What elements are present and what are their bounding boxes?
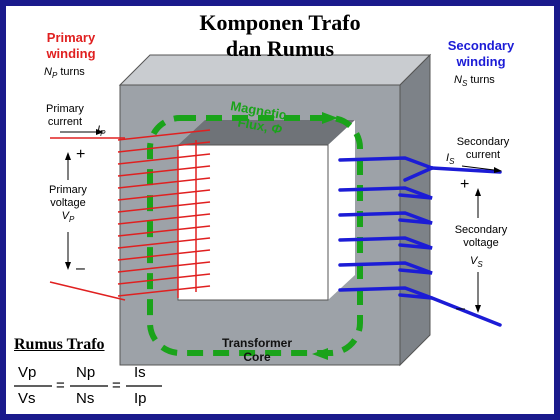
secondary-turns-suffix: turns	[467, 74, 495, 86]
secondary-current-label: Secondary current	[454, 136, 512, 162]
formula-equals-2: =	[112, 377, 121, 394]
primary-current-label: Primary current	[40, 103, 90, 129]
primary-current-line-2: current	[47, 116, 83, 128]
primary-turns-symbol: N	[44, 66, 52, 78]
secondary-voltage-label: Secondary voltage	[452, 224, 510, 250]
primary-voltage-V: V	[61, 210, 69, 222]
title-line-1: Komponen Trafo	[199, 10, 361, 35]
secondary-voltage-line-2: voltage	[463, 237, 499, 249]
secondary-voltage-line-1: Secondary	[454, 224, 508, 236]
secondary-winding-label-line-2: winding	[456, 54, 506, 69]
primary-voltage-label: Primary voltage VP	[44, 184, 92, 226]
primary-current-I: I	[97, 124, 101, 136]
flux-arrow-bottom	[312, 348, 328, 360]
secondary-plus-sign: +	[460, 176, 470, 193]
primary-current-symbol: IP	[97, 124, 105, 138]
page-title: Komponen Trafo dan Rumus	[180, 10, 380, 62]
formula-equals-1: =	[56, 377, 65, 394]
primary-turns-sub: P	[51, 71, 58, 81]
secondary-winding-label: Secondary winding	[436, 38, 526, 70]
primary-current-arrow	[60, 129, 104, 135]
secondary-turns-sub: S	[461, 79, 468, 89]
core-label-line-1: Transformer	[221, 336, 293, 350]
formula-np: Np	[76, 364, 96, 381]
primary-current-sub: P	[100, 129, 106, 139]
secondary-voltage-symbol: VS	[470, 255, 483, 269]
primary-turns-label: NP turns	[44, 66, 85, 80]
primary-voltage-arrow	[65, 152, 71, 270]
secondary-minus-sign: –	[456, 300, 465, 317]
formula-vp: Vp	[18, 364, 37, 381]
secondary-current-sub: S	[449, 157, 455, 167]
flux-arrow-top	[322, 112, 338, 124]
primary-plus-sign: +	[76, 146, 86, 163]
formula-vs: Vs	[18, 390, 36, 407]
magnetic-flux-path	[147, 112, 363, 360]
primary-voltage-line-1: Primary	[49, 184, 87, 196]
primary-winding-label-line-2: winding	[46, 46, 96, 61]
secondary-current-line-2: current	[465, 149, 501, 161]
secondary-current-arrow	[461, 165, 502, 173]
formula-is: Is	[134, 364, 146, 381]
primary-voltage-line-2: voltage	[50, 197, 86, 209]
title-line-2: dan Rumus	[225, 36, 335, 61]
secondary-winding-label-line-1: Secondary	[447, 38, 515, 53]
secondary-voltage-arrow	[475, 188, 481, 313]
secondary-current-line-1: Secondary	[456, 136, 510, 148]
formula-ip: Ip	[134, 390, 147, 407]
primary-winding-label: Primary winding	[36, 30, 106, 62]
primary-current-line-1: Primary	[46, 103, 84, 115]
secondary-current-I: I	[446, 152, 450, 164]
formula-ns: Ns	[76, 390, 95, 407]
primary-winding-coil	[49, 129, 211, 301]
primary-minus-sign: –	[76, 260, 85, 277]
primary-winding-label-line-1: Primary	[46, 30, 96, 45]
secondary-turns-label: NS turns	[454, 74, 495, 88]
primary-voltage-sub: P	[69, 215, 75, 225]
secondary-winding-coil	[338, 156, 502, 327]
secondary-turns-symbol: N	[454, 74, 462, 86]
secondary-voltage-sub: S	[477, 260, 483, 270]
core-label-line-2: Core	[243, 350, 271, 364]
transformer-core	[118, 53, 432, 367]
secondary-current-symbol: IS	[446, 152, 454, 166]
primary-turns-suffix: turns	[57, 66, 85, 78]
transformer-core-label: Transformer Core	[212, 336, 302, 364]
secondary-voltage-V: V	[470, 255, 478, 267]
formula-heading: Rumus Trafo	[14, 336, 105, 353]
flux-symbol: Φ	[270, 120, 284, 138]
